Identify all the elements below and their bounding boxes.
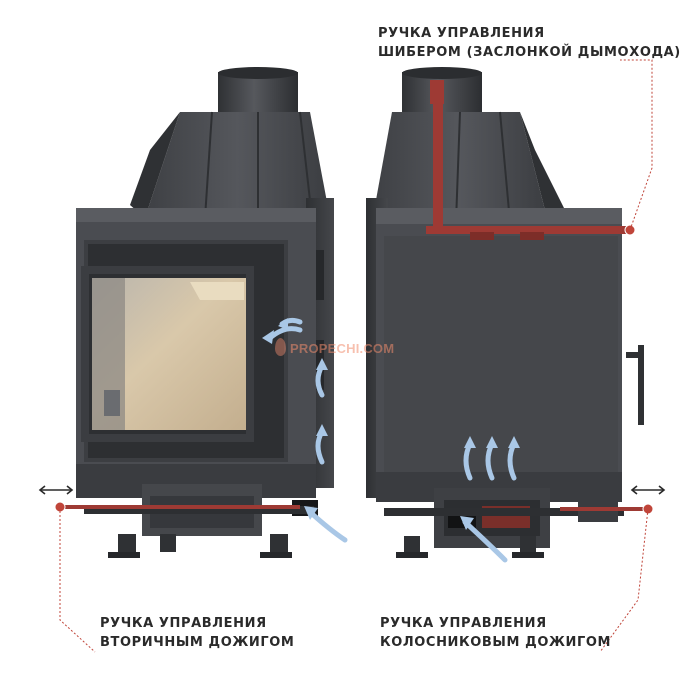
leader-lines <box>59 59 653 653</box>
watermark: PROPECHI.COM <box>290 341 395 356</box>
damper-handle-label-line2: ШИБЕРОМ (ЗАСЛОНКОЙ ДЫМОХОДА) <box>378 45 681 60</box>
side-view-fireplace <box>366 67 654 558</box>
secondary-burn-label-line2: ВТОРИЧНЫМ ДОЖИГОМ <box>100 635 295 650</box>
airflow-arrow-icon <box>462 519 508 563</box>
flue-pipe-top <box>218 67 298 79</box>
grate-burn-label: РУЧКА УПРАВЛЕНИЯ КОЛОСНИКОВЫМ ДОЖИГОМ <box>380 614 611 652</box>
secondary-burn-label: РУЧКА УПРАВЛЕНИЯ ВТОРИЧНЫМ ДОЖИГОМ <box>100 614 294 652</box>
damper-handle <box>426 80 630 240</box>
damper-handle-label-line1: РУЧКА УПРАВЛЕНИЯ <box>378 26 545 41</box>
airflow-arrow-icon <box>307 509 348 543</box>
door-handle <box>626 352 644 358</box>
grate-burn-label-line1: РУЧКА УПРАВЛЕНИЯ <box>380 616 547 631</box>
front-view-fireplace <box>54 67 334 558</box>
hood <box>145 112 330 218</box>
damper-handle-label: РУЧКА УПРАВЛЕНИЯ ШИБЕРОМ (ЗАСЛОНКОЙ ДЫМО… <box>378 24 681 62</box>
flame-icon <box>275 338 286 356</box>
double-arrow-icon <box>630 485 666 495</box>
secondary-burn-label-line1: РУЧКА УПРАВЛЕНИЯ <box>100 616 267 631</box>
double-arrow-icon <box>38 485 74 495</box>
grate-burn-label-line2: КОЛОСНИКОВЫМ ДОЖИГОМ <box>380 635 612 650</box>
